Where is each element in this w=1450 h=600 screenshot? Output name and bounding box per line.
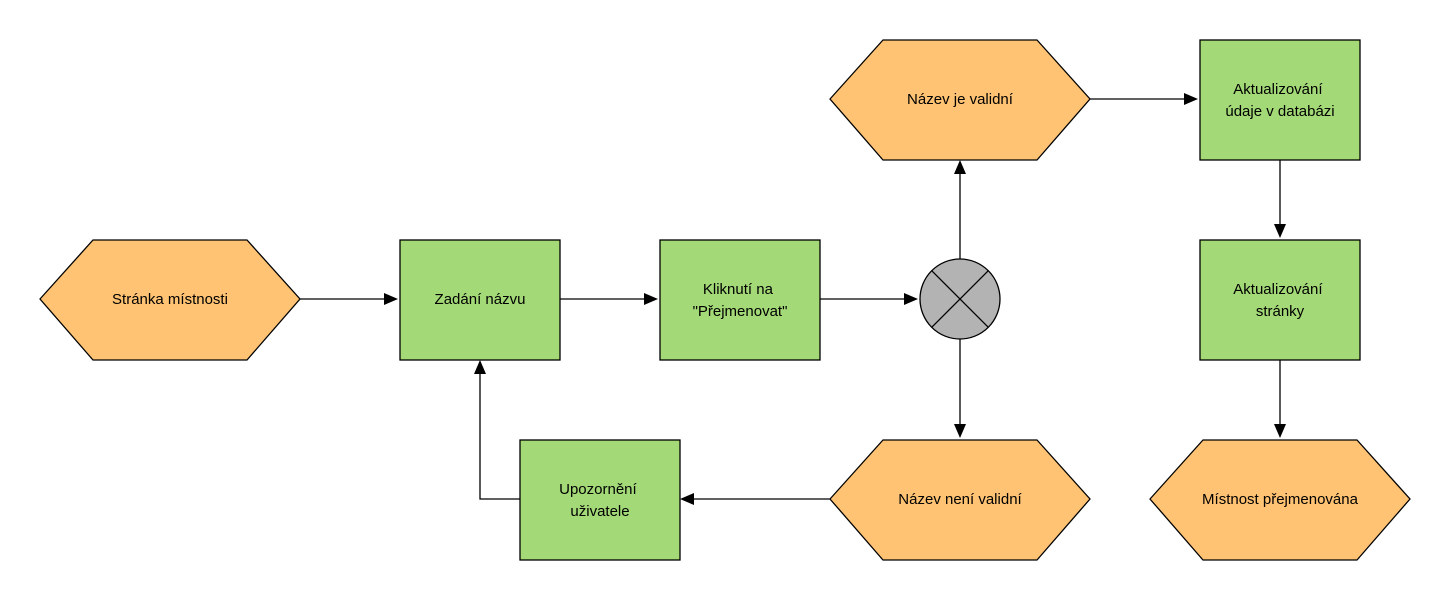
function-label: Upozornění uživatele [559,481,641,520]
function-label: Zadání názvu [435,291,526,308]
label-line: Kliknutí na [703,281,774,298]
arrow-connector-to-validni [954,160,966,174]
label-line: Název není validní [898,491,1022,508]
function-label: Aktualizování údaje v databázi [1225,81,1334,120]
label-line: Upozornění [559,481,637,498]
label-line: Aktualizování [1233,81,1323,98]
connector-cross-line [931,270,989,328]
function-box [399,239,561,361]
label-line: stránky [1256,303,1305,320]
event-hexagon [829,439,1091,561]
arrow-connector-to-nevalidni [954,424,966,438]
function-aktualizovani-databaze: Aktualizování údaje v databázi [1199,39,1361,161]
arrow-stranka-to-zadani [384,293,398,305]
function-box [1199,39,1361,161]
function-box [659,239,821,361]
arrow-upozorneni-to-zadani [474,360,486,374]
function-label: Kliknutí na "Přejmenovat" [693,281,788,320]
function-zadani-nazvu: Zadání názvu [399,239,561,361]
event-hexagon [829,39,1091,161]
event-nazev-nevalidni: Název není validní [829,439,1091,561]
label-line: údaje v databázi [1225,103,1334,120]
function-kliknuti-prejmenovat: Kliknutí na "Přejmenovat" [659,239,821,361]
function-box [1199,239,1361,361]
event-label: Místnost přejmenována [1202,491,1359,508]
arrow-validni-to-db [1184,93,1198,105]
xor-connector [919,258,1001,340]
function-aktualizovani-stranky: Aktualizování stránky [1199,239,1361,361]
label-line: Zadání názvu [435,291,526,308]
event-label: Stránka místnosti [112,291,228,308]
event-label: Název není validní [898,491,1022,508]
label-line: "Přejmenovat" [693,303,788,320]
label-line: Stránka místnosti [112,291,228,308]
arrow-kliknuti-to-connector [904,293,918,305]
edge-upozorneni-to-zadani [479,372,520,500]
function-box [519,439,681,561]
event-mistnost-prejmenovana: Místnost přejmenována [1149,439,1411,561]
arrow-nevalidni-to-upozorneni [680,493,694,505]
function-upozorneni-uzivatele: Upozornění uživatele [519,439,681,561]
event-hexagon [39,239,301,361]
label-line: Místnost přejmenována [1202,491,1359,508]
event-nazev-validni: Název je validní [829,39,1091,161]
arrow-zadani-to-kliknuti [644,293,658,305]
event-hexagon [1149,439,1411,561]
label-line: Aktualizování [1233,281,1323,298]
label-line: uživatele [570,503,629,520]
arrow-db-to-stranky [1274,224,1286,238]
edges [300,93,1286,505]
event-stranka-mistnosti: Stránka místnosti [39,239,301,361]
label-line: Název je validní [907,91,1014,108]
event-label: Název je validní [907,91,1014,108]
function-label: Aktualizování stránky [1233,281,1326,320]
arrow-stranky-to-prejmenovana [1274,424,1286,438]
